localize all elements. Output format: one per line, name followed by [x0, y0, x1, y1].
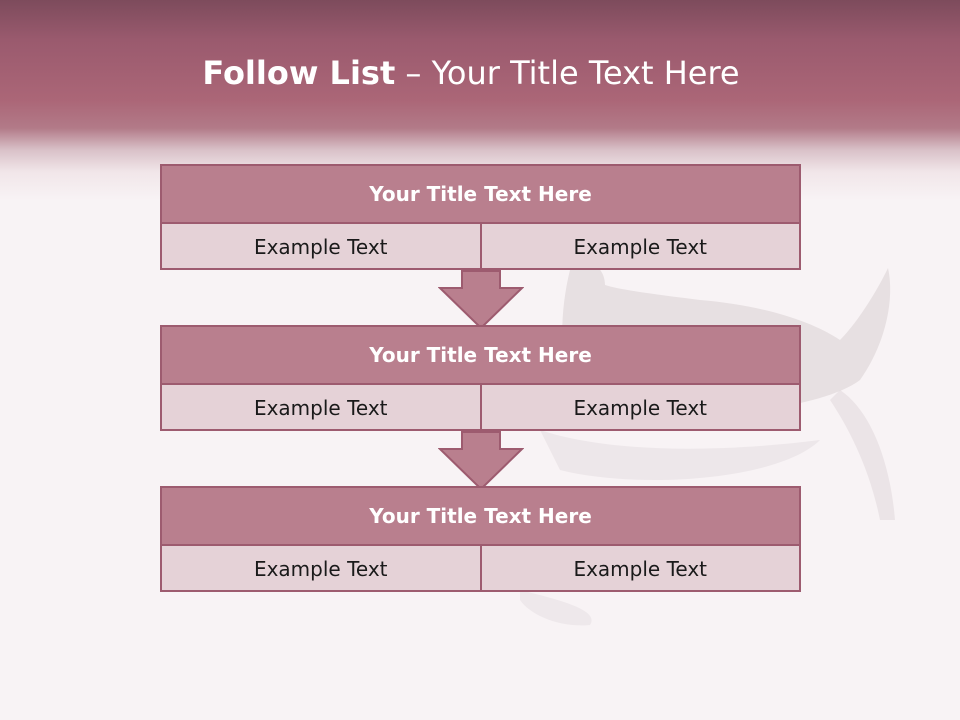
slide-title-bold: Follow List — [202, 54, 396, 92]
list-box-cell-left: Example Text — [162, 385, 482, 431]
down-arrow-icon — [438, 431, 524, 491]
list-box-row: Example Text Example Text — [162, 546, 799, 592]
list-box-cell-left: Example Text — [162, 224, 482, 270]
list-box-cell-right: Example Text — [573, 396, 708, 420]
list-box-3: Your Title Text Here Example Text Exampl… — [160, 486, 801, 592]
list-box-cell-right: Example Text — [573, 557, 708, 581]
list-box-row: Example Text Example Text — [162, 224, 799, 270]
list-box-1: Your Title Text Here Example Text Exampl… — [160, 164, 801, 270]
list-box-2: Your Title Text Here Example Text Exampl… — [160, 325, 801, 431]
list-box-title: Your Title Text Here — [162, 327, 799, 385]
down-arrow-icon — [438, 270, 524, 330]
list-box-row: Example Text Example Text — [162, 385, 799, 431]
list-box-title: Your Title Text Here — [162, 166, 799, 224]
slide-title-rest: – Your Title Text Here — [395, 54, 740, 92]
list-box-cell-left: Example Text — [162, 546, 482, 592]
slide-title: Follow List – Your Title Text Here — [0, 54, 942, 92]
list-box-cell-right: Example Text — [573, 235, 708, 259]
list-box-title: Your Title Text Here — [162, 488, 799, 546]
